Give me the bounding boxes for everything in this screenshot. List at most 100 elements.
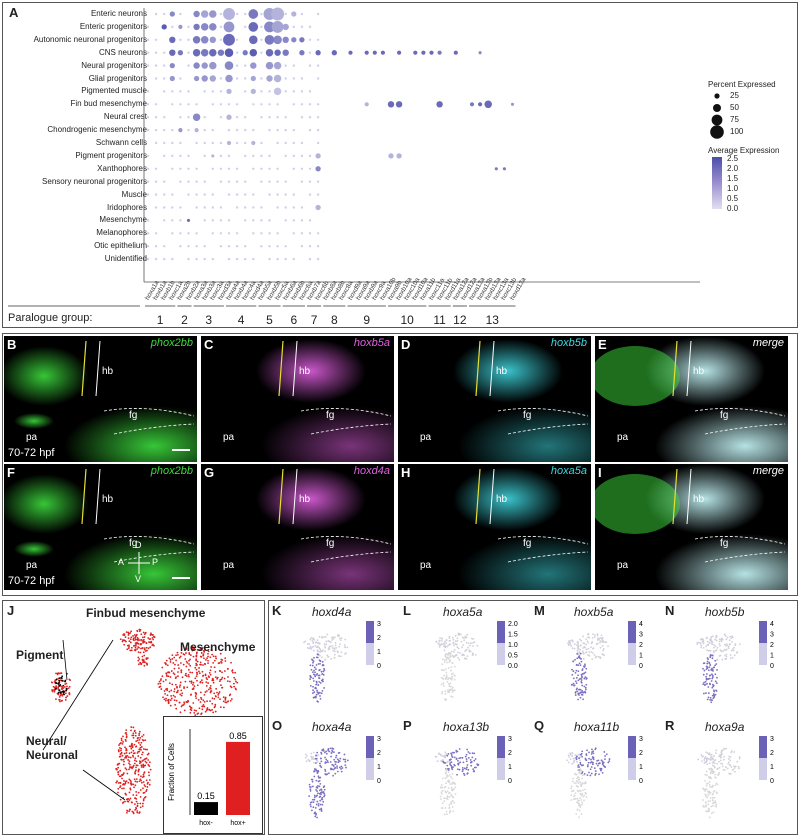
umap-point [715, 634, 718, 637]
expression-dot [203, 219, 206, 222]
umap-point [58, 682, 60, 684]
umap-point [147, 647, 150, 650]
umap-point [322, 670, 325, 673]
expression-dot [243, 206, 247, 209]
umap-point [461, 646, 464, 649]
umap-point [172, 662, 175, 664]
bar-category-label: hox+ [230, 820, 245, 827]
umap-point [733, 654, 736, 657]
umap-point [711, 804, 714, 807]
expression-dot [162, 64, 166, 67]
umap-point [707, 669, 710, 672]
umap-point [318, 635, 321, 638]
expression-dot [195, 103, 198, 106]
expression-dot [273, 87, 282, 96]
cluster-annotation: Neural/ Neuronal [26, 734, 79, 762]
umap-point [466, 766, 468, 769]
umap-point [173, 690, 176, 693]
umap-point [591, 641, 594, 644]
colorbar-tick: 0.0 [508, 663, 518, 670]
bar-category-label: hox- [199, 820, 213, 827]
umap-point [591, 751, 593, 753]
expression-dot [219, 12, 223, 16]
umap-point [137, 741, 140, 744]
umap-point [715, 803, 718, 806]
umap-point [445, 782, 447, 785]
umap-point [710, 701, 713, 704]
umap-point [140, 781, 143, 784]
umap-point [457, 647, 460, 650]
axis-ventral: V [135, 574, 142, 584]
umap-point [443, 649, 446, 652]
umap-point [453, 756, 456, 759]
umap-point [320, 798, 323, 801]
umap-point [712, 635, 714, 638]
umap-point [317, 802, 320, 805]
umap-point [580, 799, 583, 801]
umap-point [234, 687, 237, 690]
umap-point [167, 702, 170, 705]
umap-point [180, 662, 182, 664]
umap-point [220, 678, 223, 681]
gene-name: hoxd4a [353, 465, 390, 477]
umap-point [199, 661, 202, 664]
umap-point [577, 645, 580, 648]
umap-point [327, 749, 330, 752]
umap-point [577, 785, 579, 788]
umap-point [169, 658, 172, 661]
umap-point [332, 768, 335, 771]
umap-point [140, 766, 143, 768]
expression-dot [227, 244, 231, 248]
umap-point [339, 655, 342, 658]
expression-dot [265, 61, 274, 70]
umap-point [182, 653, 185, 655]
expression-dot [211, 141, 215, 145]
umap-point [212, 678, 214, 681]
umap-point [192, 702, 195, 704]
umap-point [709, 786, 712, 788]
umap-point [465, 768, 468, 770]
row-label: Schwann cells [95, 138, 147, 147]
umap-point [196, 648, 199, 651]
expression-dot [292, 257, 296, 261]
expression-dot [395, 101, 403, 108]
expression-dot [388, 153, 394, 159]
umap-point [169, 661, 172, 663]
panel-letter: N [665, 603, 675, 618]
umap-point [127, 634, 130, 636]
expression-dot [235, 128, 239, 132]
expression-dot [315, 166, 321, 172]
umap-point [145, 757, 148, 760]
umap-point [333, 650, 336, 653]
umap-point [585, 651, 588, 654]
umap-point [462, 644, 465, 646]
umap-point [204, 658, 207, 661]
umap-point [220, 658, 223, 661]
umap-point [119, 786, 121, 789]
umap-point [451, 806, 454, 808]
umap-point [708, 752, 711, 755]
umap-point [719, 753, 721, 756]
umap-point [461, 766, 464, 769]
umap-point [585, 792, 587, 795]
expression-dot [284, 12, 287, 16]
umap-point [68, 678, 71, 681]
umap-point [169, 676, 172, 678]
umap-point [144, 796, 147, 798]
umap-point [165, 663, 167, 666]
umap-point [571, 647, 574, 650]
umap-point [448, 807, 451, 810]
expression-dot [291, 37, 297, 43]
umap-point [330, 755, 332, 758]
umap-point [569, 639, 571, 642]
umap-point [135, 794, 138, 797]
expression-dot [292, 219, 296, 222]
umap-point [706, 782, 709, 785]
umap-point [445, 776, 448, 779]
expression-dot [171, 219, 174, 222]
umap-point [319, 762, 321, 765]
row-label: Unidentified [104, 254, 147, 264]
